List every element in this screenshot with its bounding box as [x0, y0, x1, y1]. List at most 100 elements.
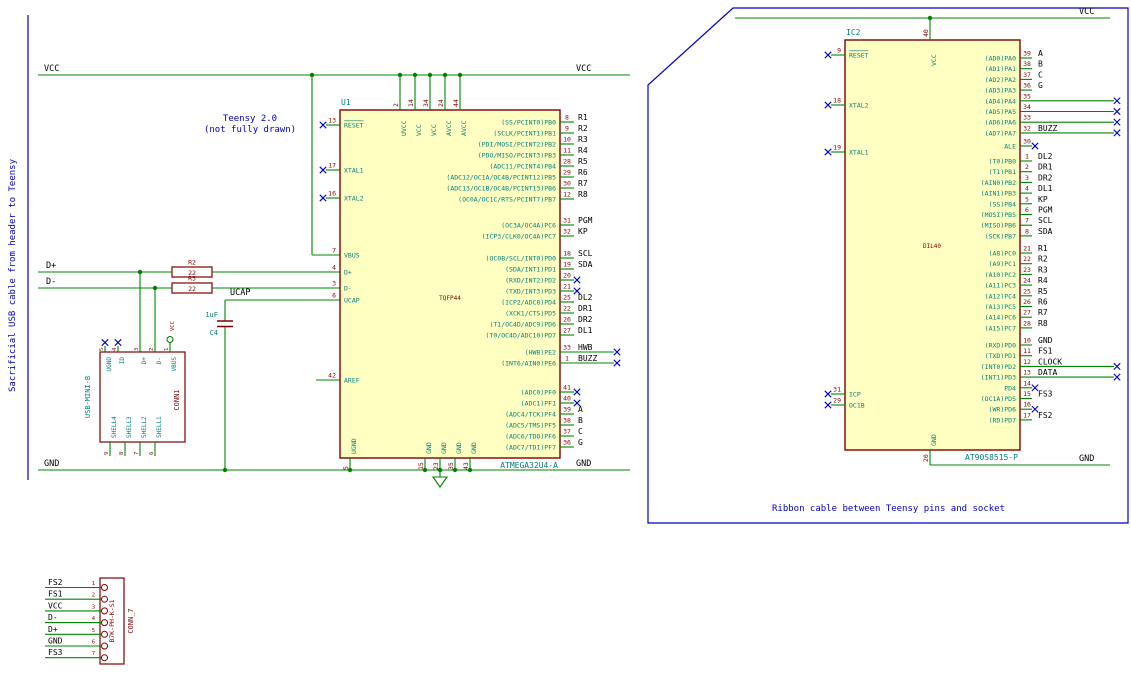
- pin-number: 7: [92, 651, 95, 657]
- pin-name: (MOSI)PB5: [981, 211, 1016, 219]
- pin-number: 25: [1023, 287, 1031, 295]
- pin-name: (AD3)PA3: [985, 87, 1016, 95]
- pin-number: 30: [1023, 138, 1031, 146]
- pin-name: D+: [141, 357, 148, 365]
- pin-number: 19: [563, 261, 571, 269]
- r3-body[interactable]: [171, 282, 213, 294]
- pin-name: (AIN0)PB2: [981, 179, 1016, 187]
- pin-name: PD4: [1004, 384, 1016, 392]
- no-connect-x: [114, 338, 122, 347]
- net-label-vcc: VCC: [44, 64, 59, 74]
- pin-circle: [101, 642, 108, 650]
- u1-body[interactable]: [339, 109, 561, 459]
- pin-name: RESET: [344, 122, 364, 130]
- pin-name: D-: [156, 357, 163, 364]
- no-connect-x: [319, 166, 327, 174]
- pin-name: XTAL1: [344, 167, 364, 175]
- pin-number: 13: [328, 117, 336, 125]
- net-label: C: [1038, 70, 1043, 79]
- pin-name: (A14)PC6: [985, 314, 1016, 322]
- pin-name: (A12)PC4: [985, 292, 1016, 300]
- no-connect-x: [1113, 373, 1121, 381]
- pin-name: (HWB)PE2: [525, 349, 556, 357]
- pin-circle: [101, 595, 108, 603]
- pin-circle: [101, 607, 108, 615]
- conn7-body[interactable]: [99, 577, 125, 665]
- pin-name: (SS/PCINT0)PB0: [501, 119, 556, 127]
- net-label: R6: [578, 168, 588, 177]
- pin-number: 14: [407, 99, 415, 107]
- pin-name: (ADC7/TDI)PF7: [505, 444, 556, 452]
- pin-number: 36: [563, 439, 571, 447]
- pin-name: (A13)PC5: [985, 303, 1016, 311]
- no-connect-x: [573, 399, 581, 407]
- pin-number: 42: [328, 372, 336, 380]
- note-usb-cable: Sacrificial USB cable from header to Tee…: [8, 159, 18, 392]
- pin-number: 29: [563, 169, 571, 177]
- r2-body[interactable]: [171, 266, 213, 278]
- pin-number: 38: [1023, 60, 1031, 68]
- c4-value: 1uF: [205, 311, 218, 319]
- pin-number: 27: [1023, 309, 1031, 317]
- pin-name: (XCK1/CTS)PD5: [505, 310, 556, 318]
- net-label: C: [578, 427, 583, 436]
- pin-name: (AD7)PA7: [985, 129, 1016, 137]
- pin-name: GND: [440, 442, 448, 454]
- net-label: PGM: [578, 216, 593, 225]
- net-label: KP: [578, 227, 588, 236]
- pin-number: 4: [112, 347, 118, 351]
- net-label-gnd: GND: [1079, 454, 1094, 464]
- pin-number: 9: [565, 125, 569, 133]
- pin-number: 35: [1023, 92, 1031, 100]
- pin-name: (OC1A)PD5: [981, 395, 1016, 403]
- no-connect-x: [1113, 107, 1121, 116]
- net-label: R1: [578, 113, 588, 122]
- pin-name: UCAP: [344, 297, 360, 305]
- pin-number: 8: [119, 452, 125, 455]
- net-label: BUZZ: [1038, 124, 1057, 133]
- no-connect-x: [824, 101, 832, 109]
- net-label: D+: [48, 625, 58, 634]
- u1-footprint: TQFP44: [439, 295, 461, 302]
- pin-name: (A11)PC3: [985, 282, 1016, 290]
- pin-number: 16: [328, 190, 336, 198]
- net-label: BUZZ: [578, 354, 597, 363]
- pin-number: 1: [164, 348, 170, 351]
- net-label: R5: [1038, 287, 1048, 296]
- pin-name: (T0)PB0: [989, 158, 1016, 166]
- no-connect-x: [1113, 118, 1121, 126]
- net-label: B: [1038, 60, 1043, 69]
- net-label: A: [1038, 49, 1043, 58]
- conn7-value: B7K-PH-K-S1: [108, 599, 116, 642]
- vcc-power-symbol: [166, 335, 174, 344]
- no-connect-x: [613, 348, 621, 356]
- net-label: R8: [1038, 319, 1048, 328]
- pin-name: (A10)PC2: [985, 271, 1016, 279]
- no-connect-x: [1113, 129, 1121, 137]
- pin-name: (ADC6/TDO)PF6: [505, 433, 556, 441]
- net-label: R3: [1038, 265, 1048, 274]
- pin-number: 24: [437, 99, 445, 107]
- pin-name: GND: [930, 434, 938, 446]
- ic2-body[interactable]: [844, 39, 1021, 451]
- conn1-body[interactable]: [99, 351, 186, 443]
- net-label: R2: [1038, 255, 1048, 264]
- net-label: DL1: [578, 326, 593, 335]
- pin-name: SHELL1: [156, 416, 163, 438]
- pin-circle: [101, 584, 108, 591]
- pin-number: 2: [149, 348, 155, 351]
- pin-name: XTAL2: [849, 102, 869, 110]
- pin-number: 34: [422, 99, 430, 107]
- ic2-footprint: DIL40: [923, 243, 941, 250]
- conn1-ref: CONN1: [173, 389, 181, 410]
- pin-name: ID: [119, 357, 126, 365]
- net-label: VCC: [48, 601, 63, 610]
- pin-circle: [101, 654, 108, 662]
- pin-number: 15: [1023, 390, 1031, 398]
- pin-number: 40: [563, 395, 571, 403]
- pin-number: 37: [563, 428, 571, 436]
- net-label: R7: [578, 179, 588, 188]
